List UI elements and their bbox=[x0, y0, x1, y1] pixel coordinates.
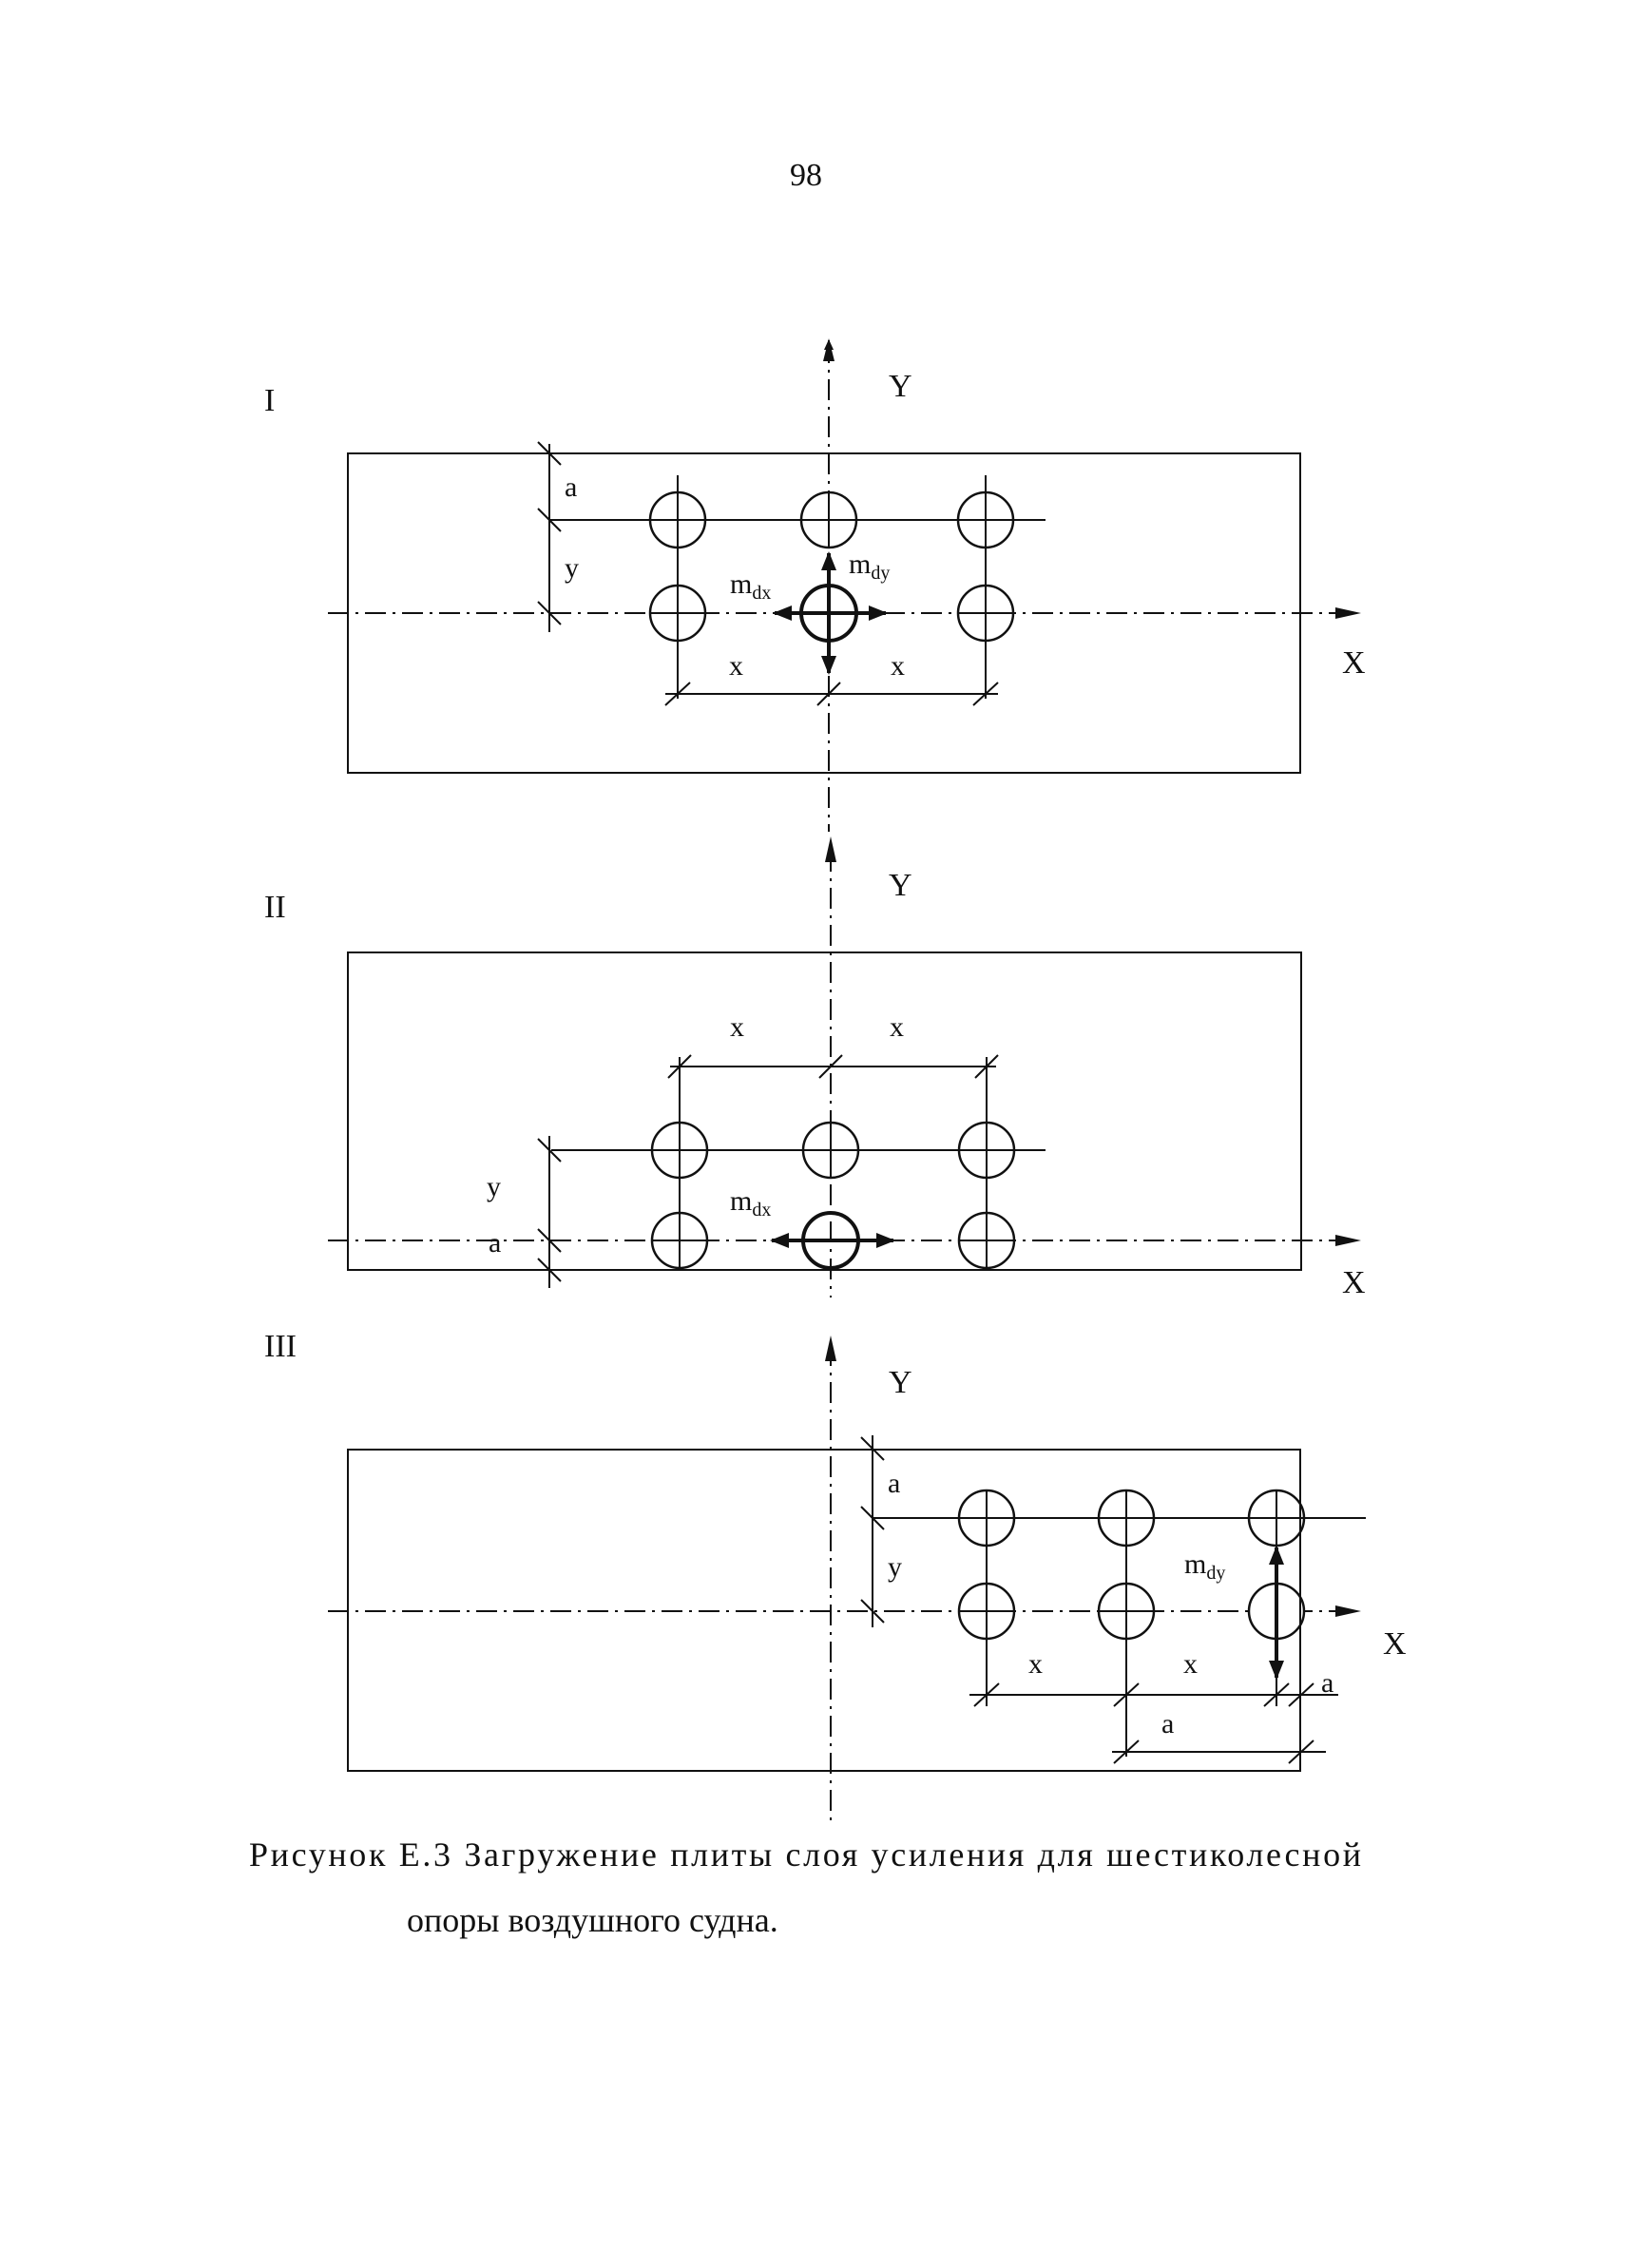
panel-ii-y-label: Y bbox=[889, 868, 912, 903]
panel-ii-slab bbox=[347, 951, 1302, 1271]
panel-ii-roman: II bbox=[264, 890, 286, 925]
panel-ii-y-arrow bbox=[825, 836, 836, 862]
panel-i-mdy-label: mdy bbox=[849, 548, 890, 584]
figure-caption-line1: Рисунок Е.3 Загружение плиты слоя усилен… bbox=[249, 1836, 1361, 1874]
panel-ii-dim-x-right: x bbox=[890, 1011, 904, 1043]
panel-iii-mdy-label: mdy bbox=[1184, 1548, 1225, 1584]
panel-iii-dim-a-right: a bbox=[1321, 1667, 1333, 1699]
panel-iii-wheels bbox=[957, 1489, 1306, 1641]
panel-i-wheels bbox=[648, 490, 1015, 643]
panel-i: I Y X bbox=[264, 338, 1366, 832]
panel-ii-x-arrow bbox=[1335, 1235, 1361, 1246]
panel-iii-dim-a-top: a bbox=[888, 1468, 900, 1499]
panel-ii-dim-x-left: x bbox=[730, 1011, 744, 1043]
panel-i-y-label: Y bbox=[889, 369, 912, 404]
panel-iii: III Y X mdy bbox=[264, 1329, 1407, 1820]
figure-caption-line2: опоры воздушного судна. bbox=[407, 1901, 778, 1939]
panel-iii-dim-a-bottom-label: a bbox=[1161, 1708, 1174, 1739]
panel-iii-y-arrow bbox=[825, 1336, 836, 1361]
panel-iii-roman: III bbox=[264, 1329, 297, 1364]
panel-ii-dim-y: y bbox=[487, 1171, 501, 1202]
panel-i-dim-a: a bbox=[565, 471, 577, 503]
panel-ii-wheels bbox=[650, 1121, 1016, 1270]
panel-i-x-label: X bbox=[1342, 645, 1366, 681]
panel-ii: II Y X x x bbox=[264, 836, 1366, 1300]
panel-i-moment-arrows bbox=[773, 551, 888, 675]
panel-ii-x-label: X bbox=[1342, 1265, 1366, 1300]
panel-iii-dim-x-left: x bbox=[1028, 1648, 1043, 1680]
panel-iii-dim-y: y bbox=[888, 1551, 902, 1583]
panel-iii-x-label: X bbox=[1383, 1626, 1407, 1662]
panel-i-dim-x-left: x bbox=[729, 650, 743, 682]
panel-i-y-arrow bbox=[823, 338, 835, 361]
panel-i-roman: I bbox=[264, 383, 275, 418]
page-number: 98 bbox=[790, 158, 822, 193]
panel-i-dim-x-right: x bbox=[891, 650, 905, 682]
panel-iii-y-label: Y bbox=[889, 1365, 912, 1400]
panel-ii-moment-arrows bbox=[770, 1211, 895, 1270]
panel-i-mdx-label: mdx bbox=[730, 568, 771, 604]
panel-iii-dim-x-right: x bbox=[1183, 1648, 1198, 1680]
panel-iii-x-arrow bbox=[1335, 1605, 1361, 1617]
panel-i-dim-y: y bbox=[565, 552, 579, 584]
panel-ii-dim-a: a bbox=[489, 1227, 501, 1259]
panel-i-x-arrow bbox=[1335, 607, 1361, 619]
panel-ii-mdx-label: mdx bbox=[730, 1185, 771, 1220]
